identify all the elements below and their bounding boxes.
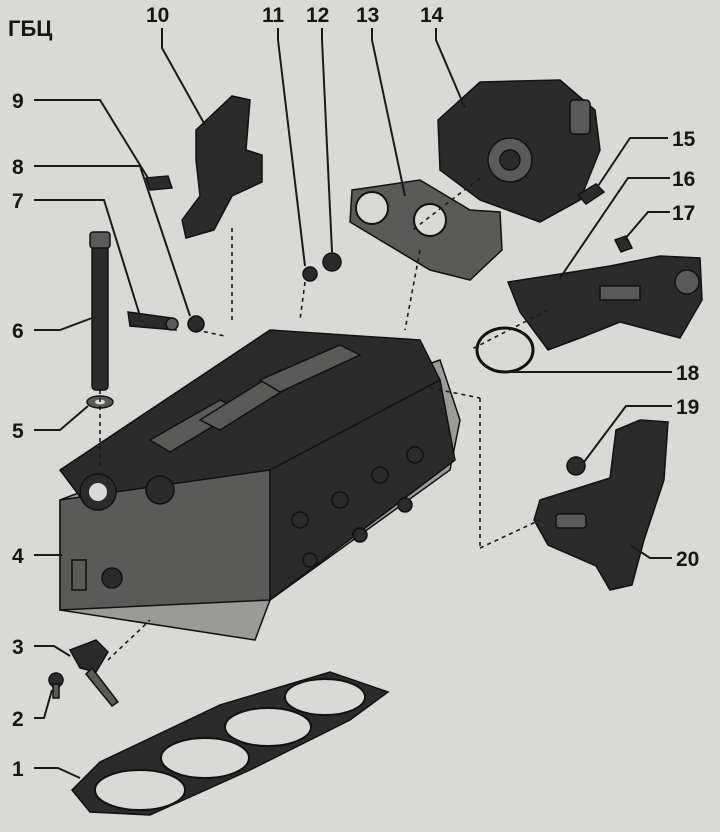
callout-3: 3: [12, 636, 24, 659]
part-bolt-2: [48, 672, 64, 699]
part-head-gasket: [70, 671, 390, 816]
callout-16: 16: [672, 168, 695, 191]
part-cylinder-head: [58, 329, 461, 641]
assembly-lines: [99, 177, 549, 661]
callout-20: 20: [676, 548, 699, 571]
callout-19: 19: [676, 396, 699, 419]
callout-2: 2: [12, 708, 24, 731]
part-nut-8: [187, 315, 205, 333]
callout-9: 9: [12, 90, 24, 113]
callout-7: 7: [12, 190, 24, 213]
part-nut-19: [566, 456, 586, 476]
callout-13: 13: [356, 4, 379, 27]
part-mount-bracket-20: [533, 419, 669, 591]
part-o-ring-18: [475, 326, 535, 374]
part-sensor-17: [613, 235, 634, 253]
part-vacuum-pump-14: [437, 79, 601, 223]
callout-8: 8: [12, 156, 24, 179]
callout-5: 5: [12, 420, 24, 443]
callout-14: 14: [420, 4, 444, 27]
callout-18: 18: [676, 362, 700, 385]
part-nut-12: [322, 252, 342, 272]
leader-lines: [34, 28, 672, 779]
callout-10: 10: [146, 4, 169, 27]
part-water-housing-16: [506, 255, 703, 351]
callout-12: 12: [306, 4, 329, 27]
callout-17: 17: [672, 202, 695, 225]
part-bolt-9: [144, 175, 174, 191]
callout-labels: 1 2 3 4 5 6 7 8 9 10 11 12 13 14 15 16 1…: [12, 4, 700, 781]
callout-1: 1: [12, 758, 24, 781]
part-head-bolt-6: [89, 231, 111, 391]
callout-6: 6: [12, 320, 24, 343]
callout-11: 11: [262, 4, 285, 27]
part-nut-11: [302, 266, 318, 282]
part-bracket-10: [181, 95, 263, 239]
part-pump-gasket-13: [349, 179, 503, 281]
part-sensor-3: [68, 639, 120, 708]
part-plug-15: [576, 183, 606, 205]
part-bolt-7: [127, 311, 179, 331]
callout-15: 15: [672, 128, 696, 151]
callout-4: 4: [12, 545, 24, 568]
diagram-title: ГБЦ: [8, 16, 52, 41]
